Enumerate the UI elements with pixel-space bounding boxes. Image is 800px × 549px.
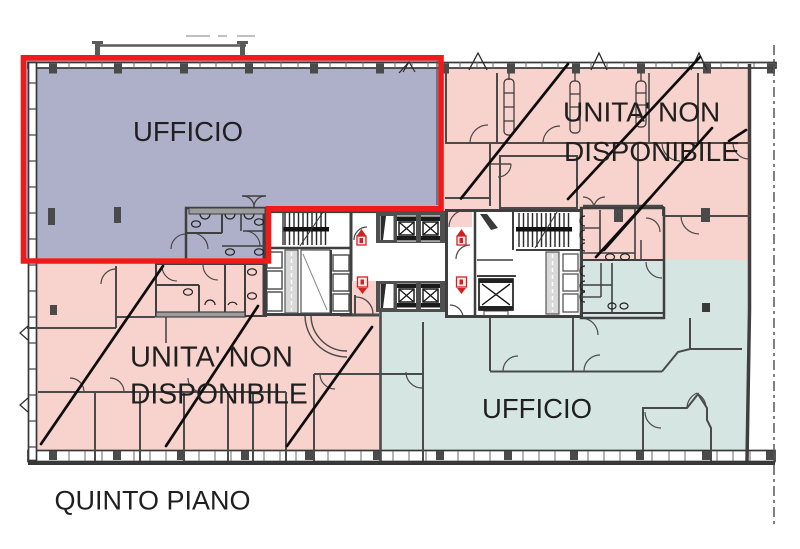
svg-text:UFFICIO: UFFICIO xyxy=(482,393,592,424)
svg-text:UFFICIO: UFFICIO xyxy=(133,116,243,147)
svg-text:UNITA' NON: UNITA' NON xyxy=(130,342,293,374)
svg-text:UNITA' NON: UNITA' NON xyxy=(563,97,720,128)
svg-text:QUINTO PIANO: QUINTO PIANO xyxy=(55,486,251,516)
svg-text:DISPONIBILE: DISPONIBILE xyxy=(130,378,308,410)
svg-text:DISPONIBILE: DISPONIBILE xyxy=(564,136,740,167)
